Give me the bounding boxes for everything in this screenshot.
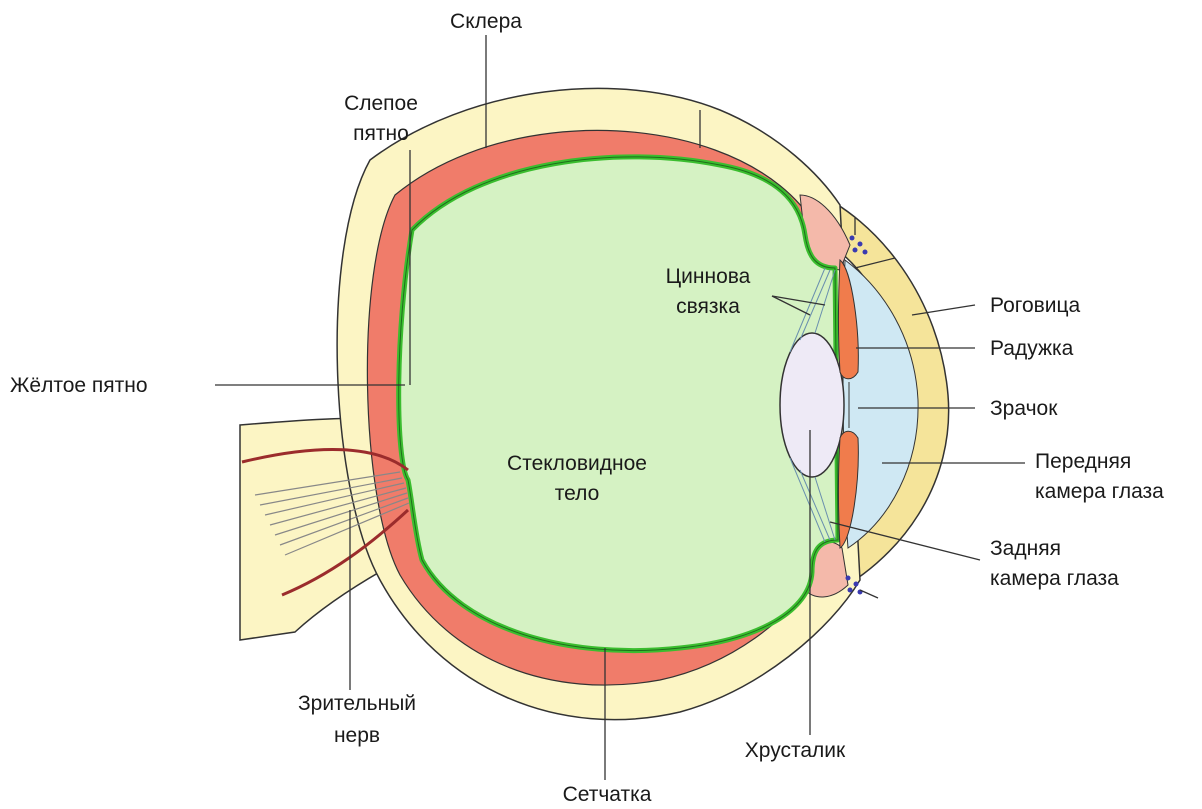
label-zinn-line2: связка: [676, 295, 740, 318]
label-anterior-chamber-line1: Передняя: [1035, 450, 1131, 473]
label-optic-nerve-line1: Зрительный: [298, 692, 416, 715]
label-optic-nerve-line2: нерв: [334, 724, 380, 747]
lens: [780, 333, 844, 477]
label-macula: Жёлтое пятно: [10, 374, 148, 397]
label-vitreous-line2: тело: [555, 482, 600, 505]
label-sclera: Склера: [450, 10, 522, 33]
label-lens: Хрусталик: [745, 739, 846, 762]
label-vitreous-line1: Стекловидное: [507, 452, 647, 475]
label-retina: Сетчатка: [563, 783, 652, 806]
label-pupil: Зрачок: [990, 397, 1058, 420]
label-posterior-chamber-line1: Задняя: [990, 537, 1061, 560]
label-iris: Радужка: [990, 337, 1074, 360]
label-posterior-chamber-line2: камера глаза: [990, 567, 1119, 590]
label-cornea: Роговица: [990, 294, 1081, 317]
label-blind-spot-line1: Слепое: [344, 92, 418, 115]
label-zinn-line1: Циннова: [666, 265, 751, 288]
vitreous-body: [399, 157, 838, 651]
label-anterior-chamber-line2: камера глаза: [1035, 480, 1164, 503]
label-blind-spot-line2: пятно: [353, 122, 409, 145]
